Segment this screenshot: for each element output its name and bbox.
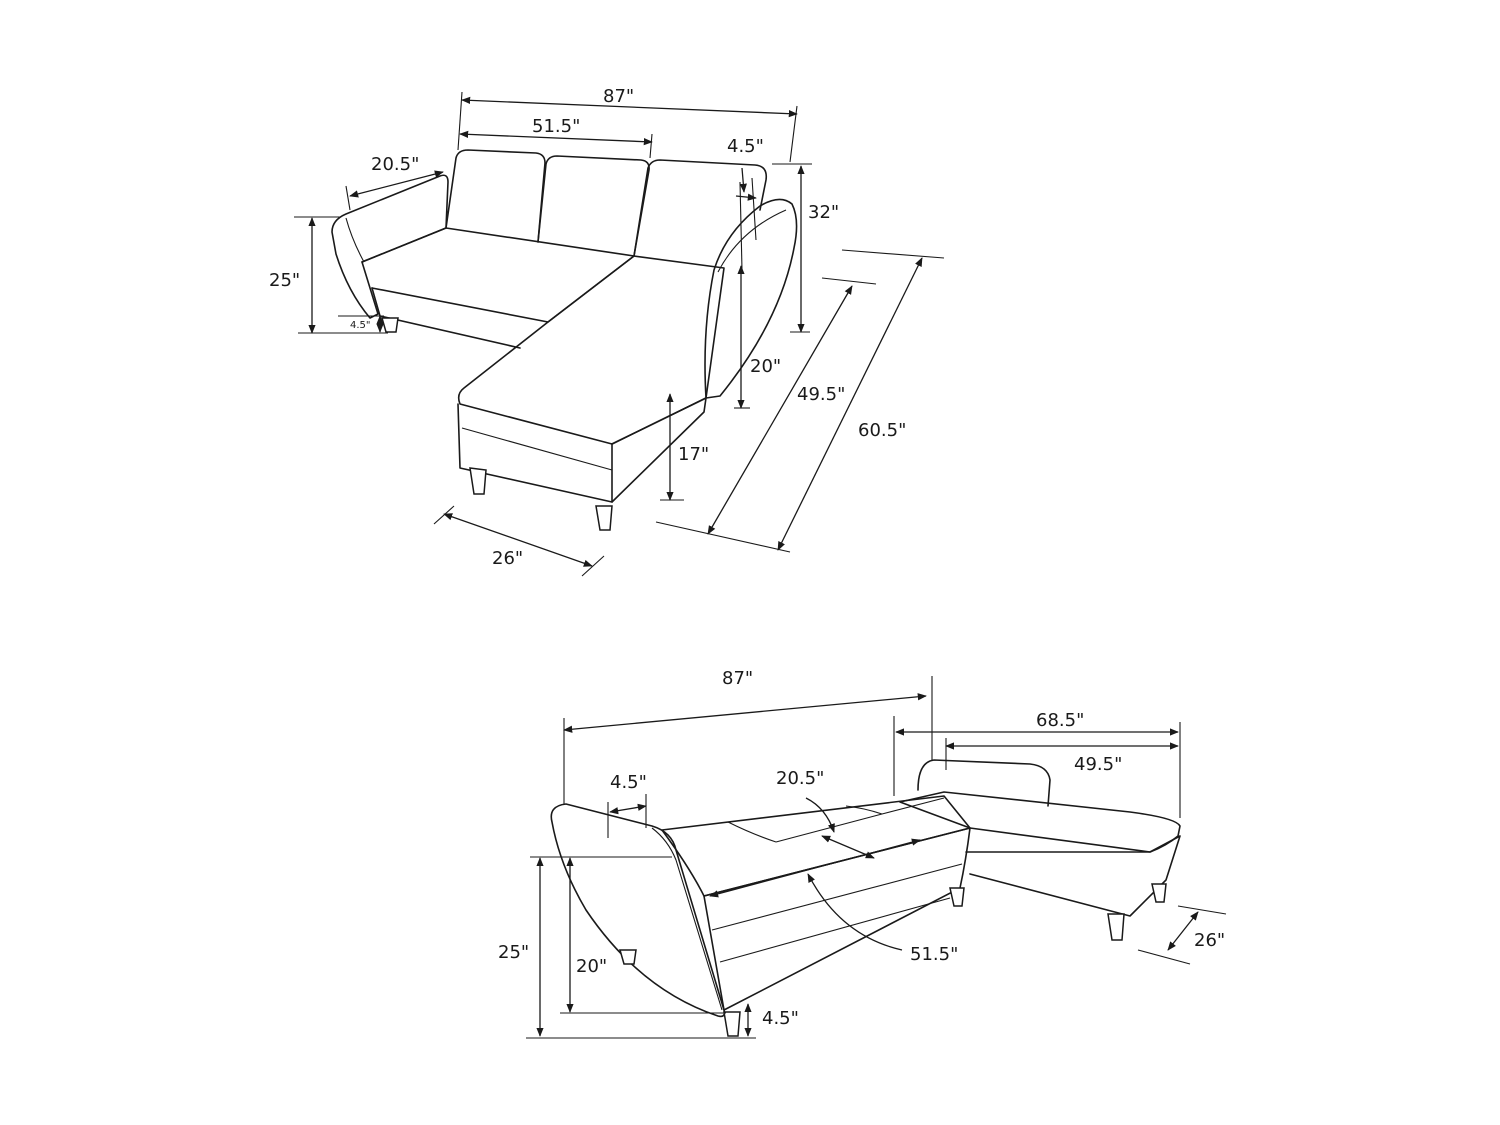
back-cushion-right (633, 159, 768, 257)
label-bed-arm-width: 4.5" (610, 772, 647, 793)
leg-back-left (381, 317, 399, 333)
label-sofa-depth-total: 60.5" (858, 420, 906, 441)
leg-front-left (469, 467, 487, 495)
chaise-front (457, 403, 613, 503)
label-bed-height-arm: 25" (498, 942, 529, 963)
bed-left-arm (550, 803, 726, 1018)
main-seat (361, 227, 635, 323)
label-sofa-leg-height: 4.5" (350, 320, 371, 331)
label-sofa-chaise-seat-height: 17" (678, 444, 709, 465)
label-bed-chaise-width: 26" (1194, 930, 1225, 951)
right-arm-inner-line (717, 209, 787, 273)
bed-dimension-lines (526, 676, 1227, 1039)
bed-leg-4 (1107, 913, 1125, 941)
leg-front-right (595, 505, 613, 531)
sofa-dimension-labels: 87" 51.5" 20.5" 4.5" 32" 25" 4.5" 20" 49… (269, 86, 906, 569)
bed-left-arm-edge (651, 827, 723, 1011)
label-sofa-seat-width: 51.5" (532, 116, 580, 137)
bed-leg-1 (723, 1011, 741, 1037)
label-sofa-arm-width: 4.5" (727, 136, 764, 157)
label-sofa-arm-depth: 20.5" (371, 154, 419, 175)
bed-seam-1 (727, 821, 777, 843)
label-sofa-height-back: 32" (808, 202, 839, 223)
label-sofa-height-arm: 25" (269, 270, 300, 291)
label-bed-arm-height: 20" (576, 956, 607, 977)
left-arm-inner-line (345, 217, 365, 263)
bed-front-line-2 (719, 897, 951, 963)
sofa-upright-view (331, 149, 798, 531)
label-sofa-width-total: 87" (603, 86, 634, 107)
bed-leg-2 (619, 949, 637, 965)
bed-leg-3 (949, 887, 965, 907)
chaise-top (457, 255, 725, 445)
label-bed-cushion-depth: 20.5" (776, 768, 824, 789)
label-sofa-arm-height: 20" (750, 356, 781, 377)
bed-seam-3 (775, 797, 945, 843)
back-cushion-left (445, 149, 546, 243)
sofa-bed-view (550, 759, 1181, 1037)
label-bed-leg-height: 4.5" (762, 1008, 799, 1029)
chaise-side (611, 397, 707, 503)
chaise-seam (461, 427, 613, 471)
bed-dimension-labels: 87" 68.5" 49.5" 4.5" 20.5" 25" 20" 51.5"… (498, 668, 1225, 1029)
label-sofa-chaise-length: 49.5" (797, 384, 845, 405)
back-cushion-middle (537, 155, 650, 257)
bed-front (703, 827, 971, 1011)
label-bed-chaise-total: 68.5" (1036, 710, 1084, 731)
left-arm (331, 174, 449, 319)
label-bed-width: 51.5" (910, 944, 958, 965)
label-sofa-chaise-width: 26" (492, 548, 523, 569)
sofa-dimension-lines (294, 91, 945, 577)
bed-front-line-1 (711, 863, 963, 931)
bed-chaise-back (917, 759, 1051, 807)
bed-chaise-front (965, 835, 1181, 917)
bed-seam-2 (845, 805, 883, 815)
label-bed-width-total: 87" (722, 668, 753, 689)
bed-leg-5 (1151, 883, 1167, 903)
label-bed-chaise-length: 49.5" (1074, 754, 1122, 775)
bed-chaise-top (899, 791, 1181, 853)
